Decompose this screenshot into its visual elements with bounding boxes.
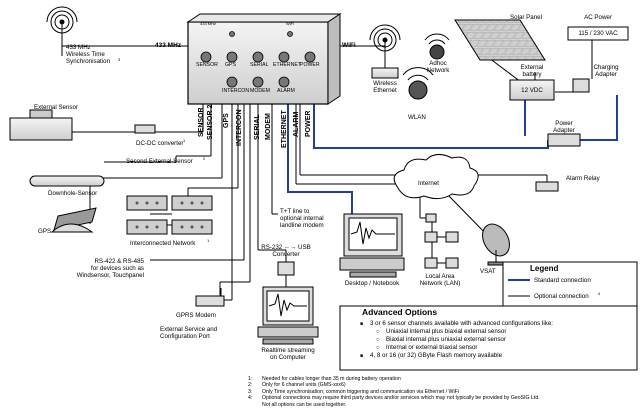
side-label-ethernet: ETHERNET	[281, 110, 288, 148]
tt-line-label-2: optional internal	[280, 215, 324, 222]
legend-optional-footnote: 4	[598, 291, 601, 296]
rs422-label-1: RS-422 & RS-485	[94, 258, 144, 265]
port-label-alarm: ALARM	[277, 88, 295, 94]
power-adapter-label-1: Power	[555, 120, 573, 127]
sync-label-1: 433 MHz	[66, 44, 91, 51]
controller-top-label-433: 433 MHz	[200, 21, 217, 26]
port-label-power: POWER	[300, 62, 320, 68]
ext-service-label-2: Configuration Port	[160, 333, 210, 340]
advanced-option-item: ■3 or 6 sensor channels available with a…	[360, 320, 553, 327]
gprs-label: GPRS Modem	[176, 312, 216, 319]
rs422-label-3: Windsensor, Touchpanel	[76, 272, 144, 279]
gps-label: GPS	[38, 228, 52, 235]
link-433-label: 433 MHz	[155, 42, 182, 49]
realtime-label-1: Realtime streaming	[261, 347, 315, 354]
bullet-icon: ■	[360, 353, 364, 359]
dcdc-label: DC-DC converter	[136, 140, 184, 147]
port-label-sensor: SENSOR	[196, 62, 218, 68]
charging-adapter-label-2: Adapter	[595, 71, 617, 78]
advanced-option-item: ○Internal or external triaxial sensor	[376, 344, 478, 351]
battery-label-1: External	[520, 64, 544, 71]
port-label-intercon: INTERCON	[222, 88, 250, 94]
port-label-modem: MODEM	[250, 88, 270, 94]
hollow-bullet-icon: ○	[376, 345, 380, 351]
tt-line-label-3: landline modem	[280, 222, 324, 229]
footnote-number: 4:	[248, 395, 253, 402]
side-label-serial: SERIAL	[254, 114, 261, 140]
port-label-gps: GPS	[225, 62, 236, 68]
rs232-label-2: Converter	[272, 251, 300, 258]
port-label-serial: SERIAL	[250, 62, 269, 68]
tt-line-label-1: T+T line to	[280, 208, 310, 215]
sync-label-2: Wireless Time	[66, 51, 105, 58]
hollow-bullet-icon: ○	[376, 329, 380, 335]
advanced-options-title: Advanced Options	[362, 307, 438, 317]
hollow-bullet-icon: ○	[376, 337, 380, 343]
legend-standard: Standard connection	[534, 277, 591, 284]
wlan-label: WLAN	[408, 114, 426, 121]
side-label-modem: MODEM	[265, 113, 272, 140]
realtime-label-2: on Computer	[270, 354, 306, 361]
second-sensor-label: Second External Sensor	[126, 158, 193, 165]
interconnected-network-footnote: 1	[207, 238, 210, 243]
footnote-text: Optional connections may require third p…	[262, 395, 540, 402]
wireless-ethernet-label-1: Wireless	[373, 80, 397, 87]
footnote-text: Only Time synchronisation; common trigge…	[262, 388, 459, 395]
charging-adapter-label-1: Charging	[593, 64, 619, 71]
rs422-label-2: for devices such as	[91, 265, 144, 272]
sync-label-3: Synchronisation	[66, 58, 111, 65]
battery-voltage-label: 12 VDC	[521, 87, 543, 94]
vsat-label: VSAT	[480, 268, 496, 275]
dcdc-footnote: 1	[183, 138, 186, 143]
legend-optional: Optional connection	[534, 293, 589, 300]
ac-voltage-label: 115 / 230 VAC	[578, 30, 618, 37]
footnote-number: 2:	[248, 382, 253, 389]
side-label-gps: GPS	[223, 113, 230, 128]
power-adapter-label-2: Adapter	[553, 127, 575, 134]
side-label-sensor: SENSOR	[198, 107, 205, 137]
adhoc-label-2: Network	[426, 67, 450, 74]
legend-title: Legend	[530, 264, 559, 273]
controller-top-label-wifi: WiFi	[286, 21, 294, 26]
external-sensor-label: External Sensor	[34, 104, 79, 111]
internet-label: Internet	[418, 180, 439, 187]
ext-service-label-1: External Service and	[160, 326, 218, 333]
ac-power-label: AC Power	[584, 14, 612, 21]
adhoc-label-1: Adhoc	[429, 60, 447, 67]
footnote-text: Not all options can be used together.	[262, 401, 347, 408]
rs232-label-1: RS-232 ←→ USB	[261, 244, 311, 251]
second-sensor-footnote: 2	[203, 156, 206, 161]
lan-label-2: Network (LAN)	[419, 280, 461, 287]
side-label-intercon: INTERCON	[236, 109, 243, 146]
port-label-ethernet: ETHERNET	[273, 62, 301, 68]
alarm-relay-label: Alarm Relay	[566, 175, 600, 182]
solar-panel-label: Solar Panel	[510, 14, 542, 21]
footnote-text: Only for 6 channel units (GMS-xxx6)	[262, 382, 346, 389]
desktop-label: Desktop / Notebook	[344, 280, 400, 287]
downhole-label: Downhole-Sensor	[48, 190, 98, 197]
sync-footnote: 3	[118, 57, 121, 62]
footnote-number: 3:	[248, 388, 253, 395]
interconnected-network-label: Interconnected Network	[130, 240, 196, 247]
advanced-option-item: ○Biaxial internal plus uniaxial external…	[376, 336, 507, 343]
link-wifi-label: WiFi	[342, 42, 356, 49]
lan-label-1: Local Area	[425, 273, 455, 280]
advanced-option-item: ○Uniaxial internal plus biaxial external…	[376, 328, 507, 335]
footnote-text: Needed for cables longer than 35 m durin…	[262, 376, 401, 382]
side-label-sensor-2: SENSOR 2	[207, 104, 214, 140]
battery-label-2: battery	[522, 71, 542, 78]
bullet-icon: ■	[360, 321, 364, 327]
footnote-number: 1:	[248, 376, 253, 382]
advanced-option-item: ■4, 8 or 16 (or 32) GByte Flash memory a…	[360, 352, 503, 359]
wireless-ethernet-label-2: Ethernet	[373, 87, 397, 94]
side-label-power: POWER	[305, 110, 312, 137]
side-label-alarm: ALARM	[293, 111, 300, 137]
